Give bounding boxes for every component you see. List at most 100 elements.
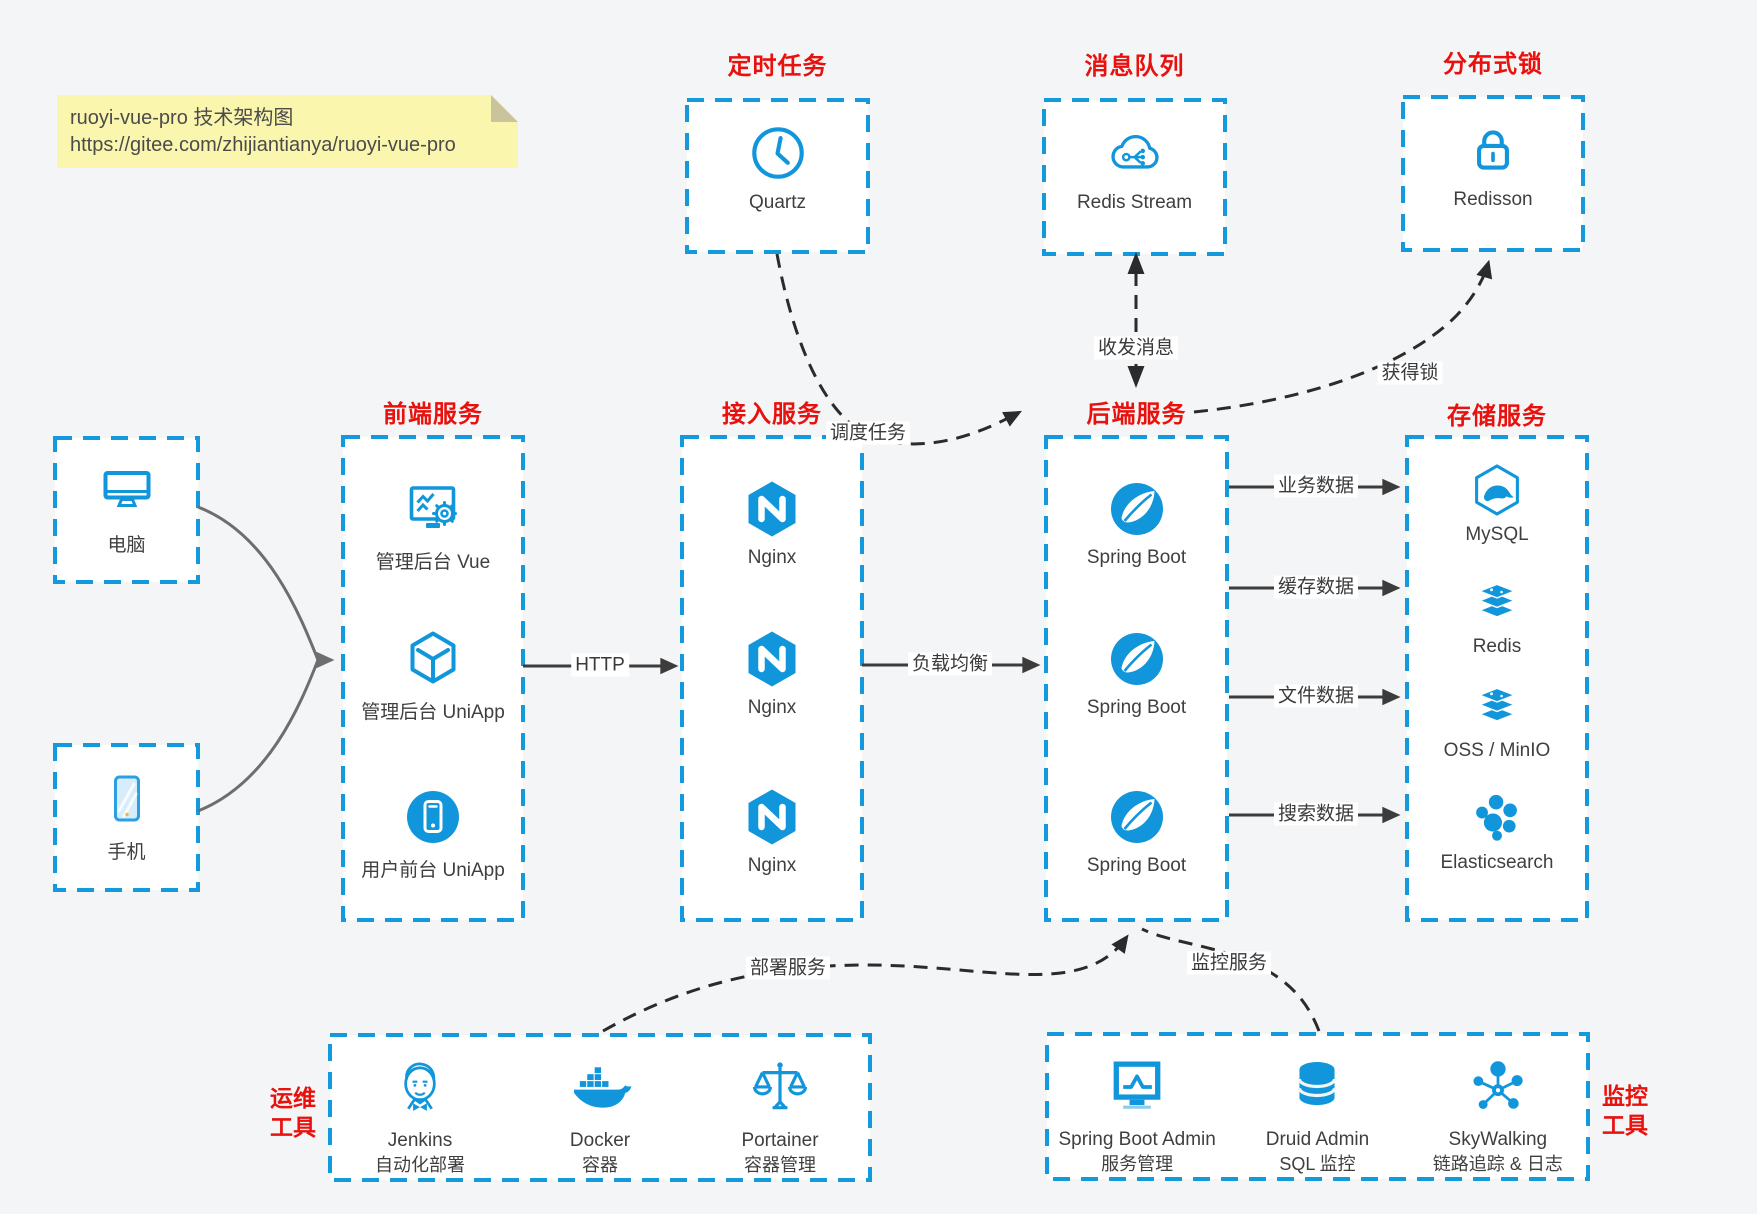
node-admin-vue: 管理后台 Vue [343, 477, 523, 574]
group-title-gateway: 接入服务 [722, 401, 822, 428]
node-label: OSS / MinIO [1443, 740, 1551, 761]
node-label: Spring Boot Admin [1058, 1129, 1216, 1150]
node-mobile: 手机 [55, 767, 198, 864]
box-dlock: Redisson [1403, 97, 1583, 250]
box-frontend: 管理后台 Vue 管理后台 UniApp 用户前台 UniApp [343, 437, 523, 920]
clock-icon [745, 120, 811, 186]
box-client-mobile: 手机 [55, 745, 198, 890]
lock-icon [1460, 117, 1526, 183]
node-druid-admin: Druid Admin SQL 监控 [1227, 1053, 1407, 1175]
node-label: Druid Admin [1265, 1129, 1370, 1150]
node-label: Spring Boot [1086, 697, 1187, 718]
nginx-icon [740, 477, 804, 541]
node-skywalking: SkyWalking 链路追踪 & 日志 [1408, 1053, 1588, 1175]
node-label: 手机 [107, 842, 146, 863]
spring-boot-icon [1105, 627, 1169, 691]
box-mq: Redis Stream [1044, 100, 1225, 254]
jenkins-icon [386, 1054, 454, 1122]
node-label: MySQL [1465, 524, 1529, 545]
node-mysql: MySQL [1407, 461, 1587, 546]
node-label: Nginx [747, 547, 797, 568]
box-gateway: Nginx Nginx Nginx [682, 437, 862, 920]
edge-message-arrowhead-down [1127, 366, 1145, 388]
edge-label-schedule: 调度任务 [825, 421, 911, 445]
node-redis: Redis [1407, 573, 1587, 658]
edge-label-acquire-lock: 获得锁 [1377, 361, 1443, 385]
edge-mobile-curve [197, 659, 320, 813]
node-label: 管理后台 UniApp [361, 702, 505, 723]
redis-stack-icon [1468, 573, 1526, 631]
database-icon [1283, 1053, 1351, 1121]
box-devops: Jenkins 自动化部署 Docker 容器 Portainer 容器管理 [330, 1035, 870, 1180]
topology-icon [1464, 1053, 1532, 1121]
node-sublabel: 链路追踪 & 日志 [1432, 1154, 1563, 1174]
node-nginx-3: Nginx [682, 785, 862, 877]
cloud-share-icon [1102, 120, 1168, 186]
nginx-icon [740, 785, 804, 849]
node-label: Jenkins [387, 1130, 453, 1151]
node-label: Redis [1472, 636, 1522, 657]
mobile-app-icon [401, 785, 465, 849]
scales-icon [746, 1054, 814, 1122]
node-admin-uniapp: 管理后台 UniApp [343, 627, 523, 724]
docker-icon [566, 1054, 634, 1122]
note-corner-fold-icon [491, 95, 518, 122]
cube-icon [401, 627, 465, 691]
box-storage: MySQL Redis OSS / MinIO Elasticsearch [1407, 437, 1587, 920]
node-user-uniapp: 用户前台 UniApp [343, 785, 523, 882]
group-title-storage: 存储服务 [1447, 403, 1547, 430]
node-sublabel: SQL 监控 [1279, 1154, 1356, 1174]
node-docker: Docker 容器 [510, 1054, 690, 1176]
edge-label-load-balance: 负载均衡 [907, 652, 993, 676]
node-label: Spring Boot [1086, 855, 1187, 876]
node-elasticsearch: Elasticsearch [1407, 789, 1587, 874]
edge-clients-to-frontend [197, 505, 335, 813]
node-sublabel: 容器管理 [744, 1155, 816, 1175]
edge-label-message: 收发消息 [1093, 336, 1179, 360]
node-label: Docker [569, 1130, 631, 1151]
node-nginx-1: Nginx [682, 477, 862, 569]
group-title-frontend: 前端服务 [383, 401, 483, 428]
node-nginx-2: Nginx [682, 627, 862, 719]
node-label: Redis Stream [1076, 192, 1193, 213]
sticky-note: ruoyi-vue-pro 技术架构图 https://gitee.com/zh… [57, 95, 518, 168]
edge-label-file-data: 文件数据 [1273, 684, 1359, 708]
smartphone-icon [95, 767, 159, 831]
edge-label-search-data: 搜索数据 [1273, 802, 1359, 826]
box-monitoring: Spring Boot Admin 服务管理 Druid Admin SQL 监… [1047, 1034, 1588, 1179]
group-title-backend: 后端服务 [1086, 401, 1187, 428]
node-label: Quartz [748, 192, 807, 213]
node-label: Portainer [741, 1130, 819, 1151]
outline-mq [1042, 98, 1227, 256]
group-title-devops: 运维 工具 [270, 1085, 316, 1140]
box-scheduler: Quartz [687, 100, 868, 252]
edge-label-cache-data: 缓存数据 [1273, 575, 1359, 599]
node-label: 用户前台 UniApp [361, 860, 505, 881]
node-label: 电脑 [107, 535, 146, 556]
node-springboot-1: Spring Boot [1046, 477, 1227, 569]
node-quartz: Quartz [687, 120, 868, 214]
admin-vue-icon [401, 477, 465, 541]
node-springboot-admin: Spring Boot Admin 服务管理 [1047, 1053, 1227, 1175]
nginx-icon [740, 627, 804, 691]
node-redis-stream: Redis Stream [1044, 120, 1225, 214]
node-label: Nginx [747, 855, 797, 876]
box-backend: Spring Boot Spring Boot Spring Boot [1046, 437, 1227, 920]
node-springboot-2: Spring Boot [1046, 627, 1227, 719]
node-springboot-3: Spring Boot [1046, 785, 1227, 877]
node-sublabel: 服务管理 [1101, 1154, 1174, 1174]
outline-dlock [1401, 95, 1585, 252]
node-sublabel: 容器 [582, 1155, 618, 1175]
edge-acquire-lock [1193, 259, 1493, 414]
node-sublabel: 自动化部署 [375, 1155, 465, 1175]
node-label: Redisson [1453, 189, 1533, 210]
group-title-mq: 消息队列 [1084, 53, 1185, 80]
desktop-icon [95, 460, 159, 524]
node-label: Spring Boot [1086, 547, 1187, 568]
group-title-monitoring: 监控 工具 [1602, 1083, 1648, 1138]
elasticsearch-icon [1468, 789, 1526, 847]
node-label: 管理后台 Vue [375, 552, 491, 573]
edge-label-monitor: 监控服务 [1186, 951, 1272, 975]
node-oss-minio: OSS / MinIO [1407, 677, 1587, 762]
